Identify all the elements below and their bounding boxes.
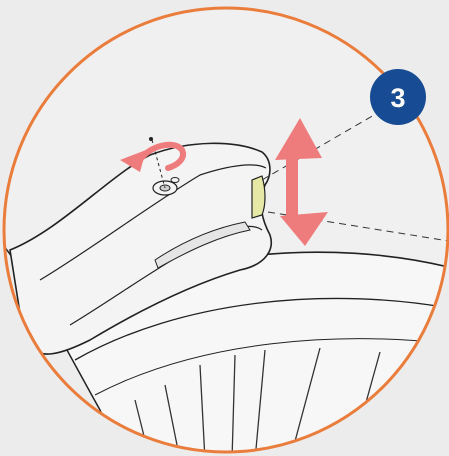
screw-rotation-arrow-icon <box>120 141 186 172</box>
spoke <box>231 354 236 452</box>
step-number: 3 <box>390 83 405 113</box>
housing-slot <box>154 221 251 269</box>
frame-circle <box>2 6 449 454</box>
rim-inner-edge <box>94 338 448 396</box>
housing-top-ridge <box>39 164 267 281</box>
step-badge: 3 <box>370 69 426 125</box>
rim-edge <box>74 297 448 361</box>
headlight-lens <box>251 175 266 219</box>
screw-washer <box>170 177 180 183</box>
spoke <box>199 364 206 452</box>
spoke <box>254 349 266 452</box>
beam-lower-line <box>267 211 448 243</box>
step-badge-circle <box>370 69 426 125</box>
tilt-adjustment-arrow-icon <box>275 118 328 246</box>
screw-axis-dot <box>149 137 153 141</box>
